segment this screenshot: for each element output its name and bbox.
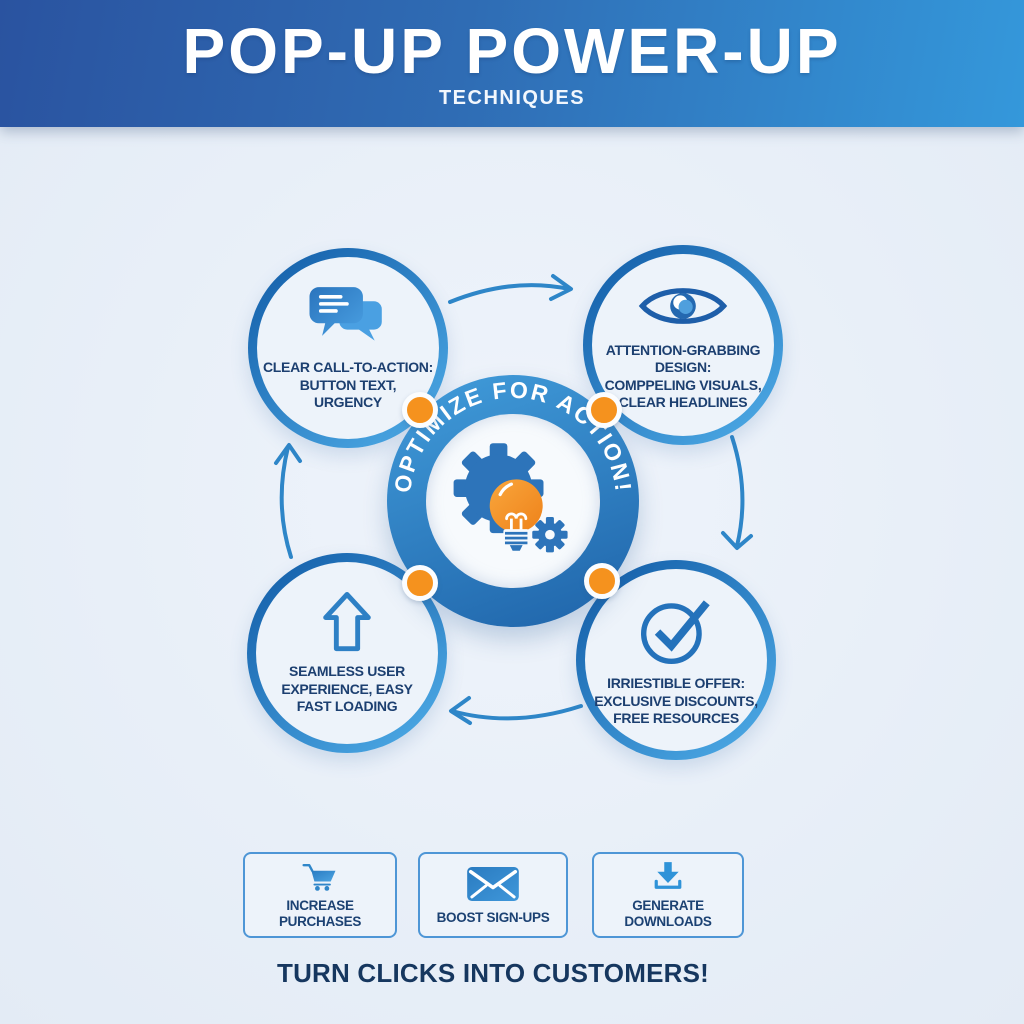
outcome-signups-label: BOOST SIGN-UPS — [436, 909, 550, 925]
check-circle-icon — [641, 600, 710, 665]
node-clear-cta-label: CLEAR CALL-TO-ACTION: BUTTON TEXT, URGEN… — [263, 359, 433, 411]
flow-arrow-bottom-icon — [449, 696, 583, 725]
node-irresistible-offer-body: IRRIESTIBLE OFFER: EXCLUSIVE DISCOUNTS, … — [585, 569, 767, 751]
outcome-box-purchases: INCREASE PURCHASES — [243, 852, 397, 938]
hub-inner-circle — [426, 414, 600, 588]
connector-dot-top-right — [586, 392, 622, 428]
gear-lightbulb-icon — [453, 443, 568, 553]
connector-dot-bottom-right — [584, 563, 620, 599]
outcome-box-signups: BOOST SIGN-UPS — [418, 852, 568, 938]
flow-arrow-right-icon — [721, 435, 753, 550]
page-title: POP-UP POWER-UP — [182, 15, 842, 87]
node-irresistible-offer: IRRIESTIBLE OFFER: EXCLUSIVE DISCOUNTS, … — [576, 560, 776, 760]
flow-arrow-top-icon — [448, 274, 573, 304]
node-seamless-ux-label: SEAMLESS USER EXPERIENCE, EASY FAST LOAD… — [281, 663, 413, 715]
up-arrow-icon — [323, 592, 371, 652]
header-banner: POP-UP POWER-UP TECHNIQUES — [0, 0, 1024, 127]
connector-dot-top-left — [402, 392, 438, 428]
page-subtitle: TECHNIQUES — [438, 87, 586, 109]
connector-dot-bottom-left — [402, 565, 438, 601]
outcome-box-downloads: GENERATE DOWNLOADS — [592, 852, 744, 938]
node-irresistible-offer-label: IRRIESTIBLE OFFER: EXCLUSIVE DISCOUNTS, … — [594, 675, 758, 727]
envelope-icon — [467, 866, 519, 901]
outcome-downloads-label: GENERATE DOWNLOADS — [624, 898, 712, 929]
footer-tagline: TURN CLICKS INTO CUSTOMERS! — [276, 958, 709, 988]
eye-icon — [638, 287, 728, 324]
download-icon — [654, 862, 682, 889]
node-attention-design-label: ATTENTION-GRABBING DESIGN: COMPPELING VI… — [604, 341, 762, 411]
chat-bubbles-icon — [309, 287, 382, 341]
outcome-purchases-label: INCREASE PURCHASES — [278, 898, 362, 929]
flow-arrow-left-icon — [274, 443, 302, 559]
node-attention-design-body: ATTENTION-GRABBING DESIGN: COMPPELING VI… — [592, 254, 774, 436]
shopping-cart-icon — [302, 863, 336, 891]
